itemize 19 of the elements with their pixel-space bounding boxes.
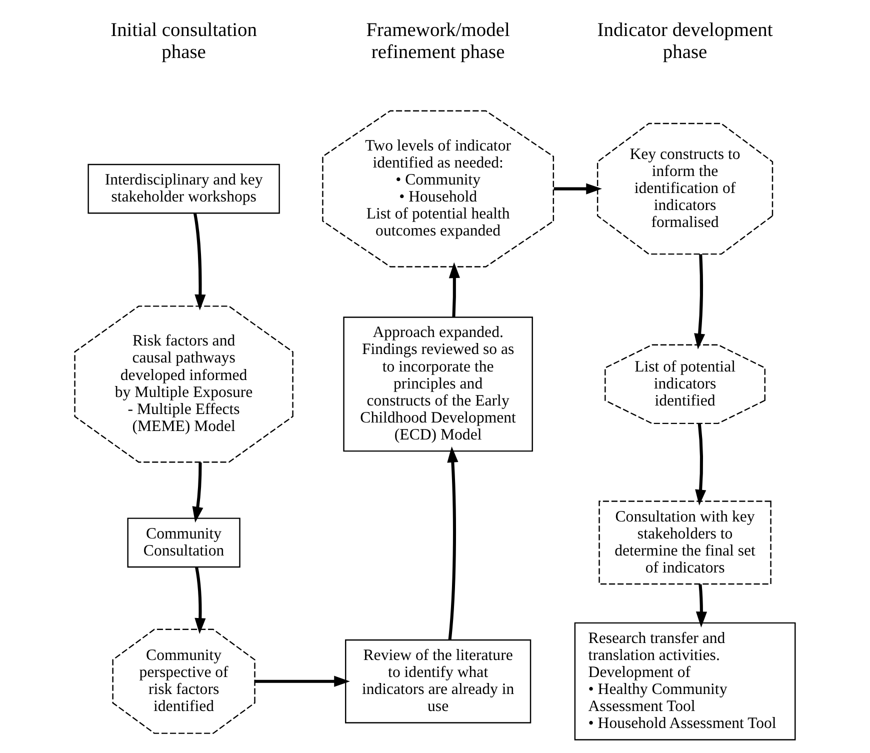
arrow — [554, 183, 602, 194]
node-box: Community Consultation — [127, 518, 240, 568]
arrow — [447, 446, 458, 640]
arrow — [696, 584, 708, 628]
node-box: Consultation with key stakeholders to determine the final set of indicators — [598, 500, 772, 585]
node-box: Research transfer and translation activities. Development of • Healthy Community Assessment Tool • Household Assessment Tool — [574, 622, 796, 740]
label: Indicator development phase — [597, 20, 773, 64]
arrow — [192, 462, 204, 523]
label: Framework/model refinement phase — [366, 20, 510, 64]
node-box: Interdisciplinary and key stakeholder workshops — [88, 164, 280, 214]
label: Initial consultation phase — [110, 20, 258, 64]
node-box: Review of the literature to identify what indicators are already in use — [345, 639, 532, 724]
arrow — [254, 676, 350, 687]
arrow — [448, 262, 460, 318]
node-box: Approach expanded. Findings reviewed so as to incorporate the principles and constructs of the Early Childhood Development (ECD) Model — [343, 316, 533, 452]
arrow — [694, 254, 706, 350]
arrow — [193, 213, 206, 310]
arrow — [695, 423, 706, 506]
arrow — [194, 567, 206, 634]
